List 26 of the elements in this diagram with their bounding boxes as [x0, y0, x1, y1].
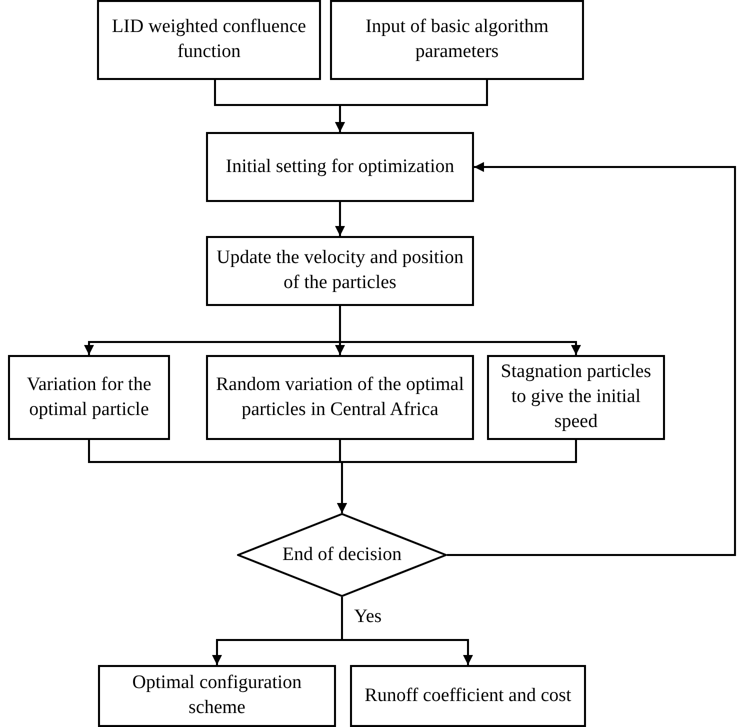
node-text: Initial setting for optimization: [226, 154, 454, 179]
process-box: [350, 665, 586, 727]
node-text: Runoff coefficient and cost: [364, 684, 572, 708]
node-text: Update the velocity and position of the particles: [216, 246, 464, 295]
node-text: Stagnation particles to give the initial speed: [500, 360, 652, 434]
arrow: [447, 162, 736, 556]
process-box: [206, 355, 474, 440]
arrow: [335, 202, 345, 236]
process-box: [206, 236, 474, 306]
process-box: [487, 355, 665, 440]
node-text: Optimal configuration scheme: [131, 671, 303, 720]
arrow: [335, 80, 488, 132]
arrow: [341, 597, 473, 665]
process-box: [330, 0, 584, 80]
node-text: Variation for the optimal particle: [26, 372, 152, 422]
node-text: Input of basic algorithm parameters: [364, 15, 550, 64]
arrow: [339, 306, 581, 355]
decision-diamond: [237, 513, 447, 597]
node-text: LID weighted confluence function: [110, 15, 308, 64]
process-box: [8, 355, 170, 440]
node-text: End of decision: [282, 542, 402, 567]
process-box: [97, 0, 321, 80]
process-box: [98, 665, 336, 727]
node-text: Random variation of the optimal particles in Central Africa: [214, 372, 465, 422]
process-box: [206, 132, 474, 202]
arrow: [337, 440, 577, 513]
